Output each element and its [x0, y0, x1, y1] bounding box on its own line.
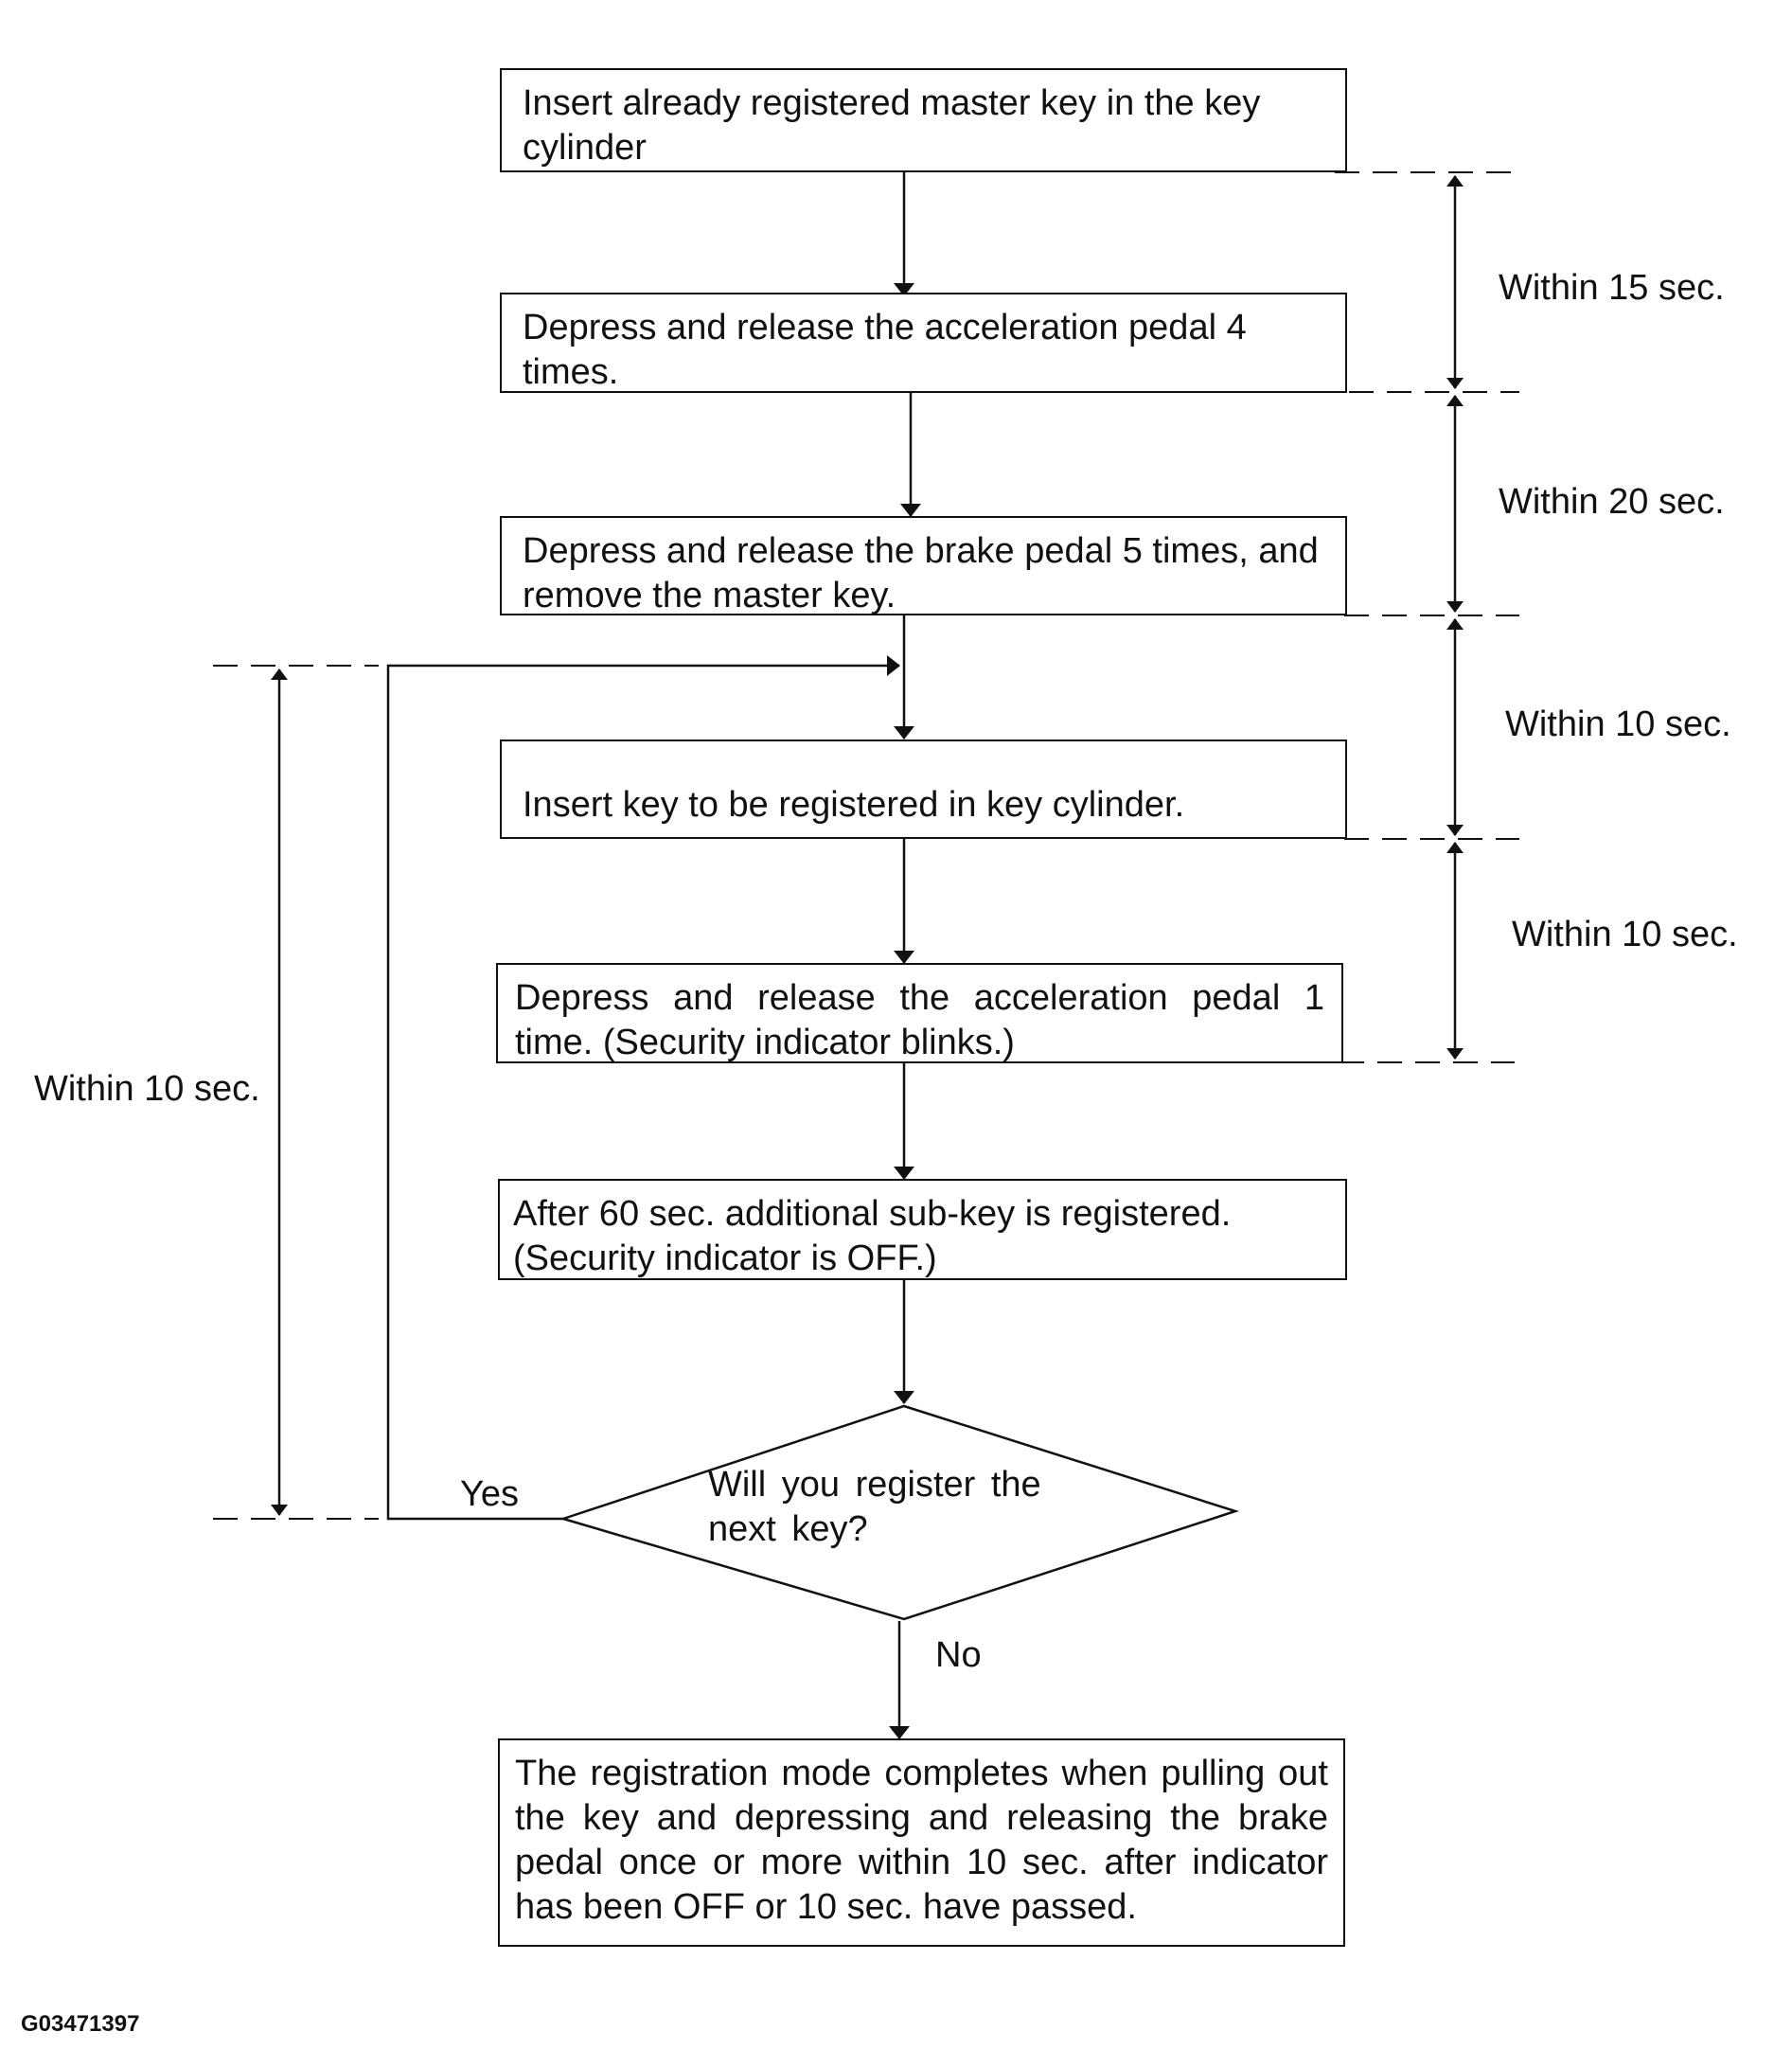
step-insert-master-key: Insert already registered master key in …	[500, 68, 1347, 172]
step-subkey-registered: After 60 sec. additional sub-key is regi…	[498, 1179, 1347, 1280]
branch-yes-label: Yes	[460, 1474, 519, 1514]
timing-label-15s: Within 15 sec.	[1499, 268, 1725, 308]
step-depress-accel-1: Depress and release the acceleration ped…	[496, 963, 1343, 1063]
figure-id: G03471397	[21, 2011, 140, 2037]
timing-label-loop-10s: Within 10 sec.	[34, 1069, 260, 1109]
decision-diamond	[559, 1404, 1240, 1621]
timing-label-10s-b: Within 10 sec.	[1512, 915, 1738, 954]
timing-label-20s: Within 20 sec.	[1499, 482, 1725, 522]
decision-question: Will you register the next key?	[708, 1465, 1041, 1549]
step-depress-accel-4: Depress and release the acceleration ped…	[500, 293, 1347, 393]
timing-label-10s-a: Within 10 sec.	[1505, 704, 1731, 744]
step-insert-new-key: Insert key to be registered in key cylin…	[500, 739, 1347, 839]
yes-loop-line	[386, 655, 900, 1521]
branch-no-label: No	[935, 1635, 982, 1675]
step-registration-complete: The registration mode completes when pul…	[498, 1738, 1345, 1947]
step-depress-brake-5: Depress and release the brake pedal 5 ti…	[500, 516, 1347, 615]
